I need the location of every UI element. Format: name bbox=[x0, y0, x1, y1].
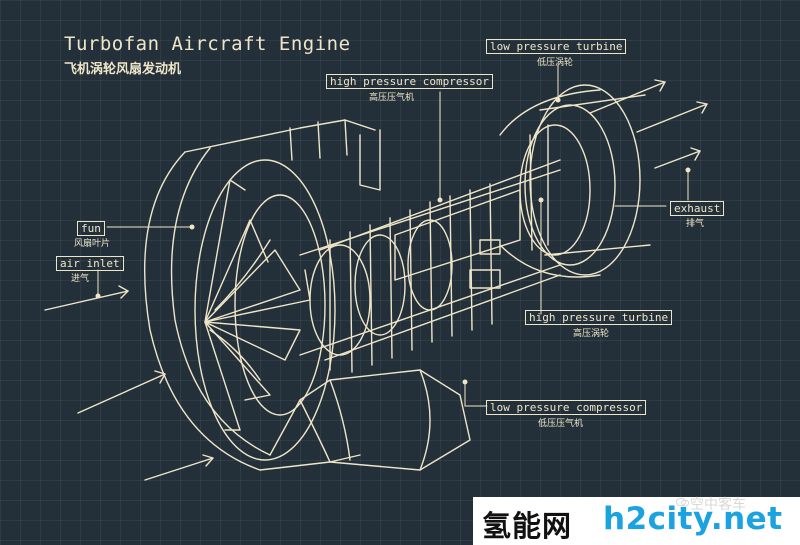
banner-brand-url: h2city.net bbox=[603, 501, 783, 537]
label-high-pressure-compressor-zh: 高压压气机 bbox=[369, 93, 415, 103]
label-fan-zh: 风扇叶片 bbox=[74, 239, 111, 249]
label-high-pressure-turbine: high pressure turbine bbox=[525, 310, 673, 325]
label-exhaust: exhaust bbox=[670, 201, 725, 216]
nacelle bbox=[143, 119, 471, 471]
label-low-pressure-compressor-zh: 低压压气机 bbox=[538, 419, 584, 429]
watermark-banner bbox=[473, 497, 800, 545]
label-air-inlet-zh: 进气 bbox=[71, 274, 90, 284]
leader-dots bbox=[95, 97, 691, 385]
label-low-pressure-turbine-zh: 低压涡轮 bbox=[537, 58, 574, 68]
label-low-pressure-turbine: low pressure turbine bbox=[486, 39, 627, 54]
label-low-pressure-compressor: low pressure compressor bbox=[486, 400, 647, 415]
fan-blades bbox=[194, 159, 336, 461]
label-exhaust-zh: 排气 bbox=[686, 219, 705, 229]
label-air-inlet: air inlet bbox=[56, 256, 124, 271]
lp-turbine bbox=[499, 84, 651, 278]
banner-brand-chinese: 氢能网 bbox=[482, 509, 573, 543]
label-fan: fun bbox=[77, 221, 105, 236]
leader-lines bbox=[97, 64, 689, 407]
label-high-pressure-turbine-zh: 高压涡轮 bbox=[573, 329, 610, 339]
diagram-title: Turbofan Aircraft Engine bbox=[64, 33, 351, 55]
core-spool bbox=[299, 159, 561, 373]
inlet-arrows bbox=[44, 285, 214, 481]
wechat-icon bbox=[676, 497, 689, 507]
watermark-text: 空中客车 bbox=[690, 497, 746, 513]
diagram-subtitle: 飞机涡轮风扇发动机 bbox=[64, 62, 182, 77]
label-high-pressure-compressor: high pressure compressor bbox=[326, 74, 493, 89]
